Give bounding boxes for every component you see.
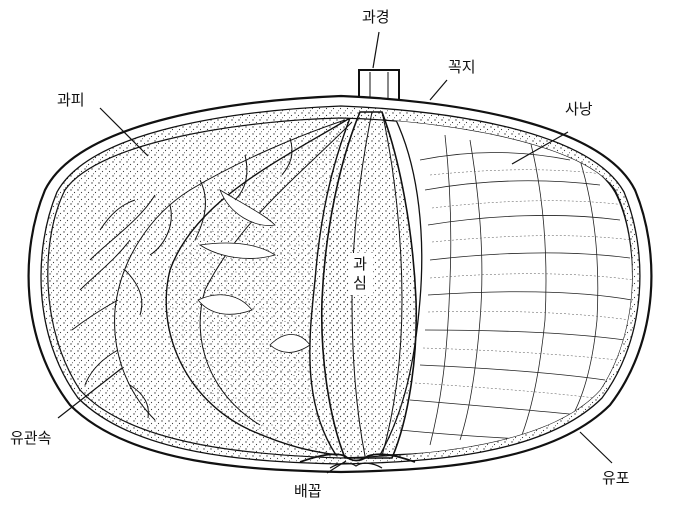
core-label: 과 심 [349, 255, 371, 293]
vascular-bundle-label: 유관속 [10, 430, 51, 447]
peel-label: 과피 [57, 92, 85, 109]
core-label-bottom: 심 [349, 274, 371, 293]
calyx-label: 꼭지 [448, 59, 476, 76]
oil-gland-leader [580, 432, 612, 463]
navel-label: 배꼽 [294, 483, 322, 500]
stem-label: 과경 [362, 9, 390, 26]
core-label-top: 과 [349, 255, 371, 274]
stem-leader [373, 32, 379, 68]
calyx-leader [430, 80, 447, 100]
oil-gland-label: 유포 [602, 470, 630, 487]
juice-sac-label: 사낭 [565, 101, 593, 118]
